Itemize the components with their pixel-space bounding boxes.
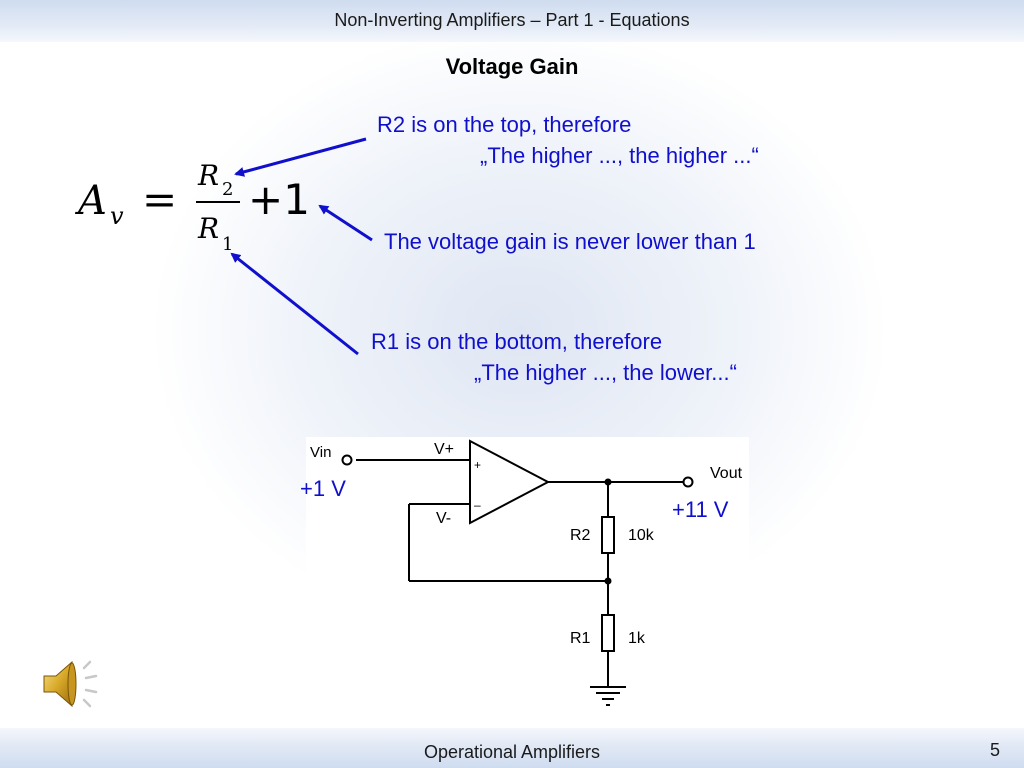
formula-denominator: R [197, 212, 219, 245]
vplus-label: V+ [434, 441, 454, 458]
vminus-label: V- [436, 510, 451, 527]
arrow-to-r2 [234, 137, 367, 177]
slide-title: Voltage Gain [445, 54, 579, 79]
note-r2-line2: „The higher ..., the higher ...“ [480, 143, 759, 168]
formula-equals: = [142, 175, 177, 224]
arrow-to-plus-one [318, 204, 373, 242]
r2-value: 10k [628, 527, 655, 544]
page-number: 5 [990, 740, 1001, 760]
vout-terminal [682, 476, 694, 488]
header-title: Non-Inverting Amplifiers – Part 1 - Equa… [334, 10, 690, 30]
r1-value: 1k [628, 630, 646, 647]
r2-resistor [601, 516, 615, 554]
r1-resistor [601, 614, 615, 652]
arrow-to-r1 [230, 252, 359, 356]
svg-text:A: A [74, 178, 107, 224]
r1-label: R1 [570, 630, 591, 647]
footer-bar [0, 728, 1024, 768]
note-r1-line2: „The higher ..., the lower...“ [474, 360, 737, 385]
note-r2-line1: R2 is on the top, therefore [377, 112, 632, 137]
circuit-schematic: Vin V+ V- + – Vout R2 10k R1 1k [310, 439, 743, 706]
formula-lhs-subscript: v [110, 202, 124, 230]
vin-label: Vin [310, 444, 331, 461]
vout-label: Vout [710, 465, 743, 482]
formula-denominator-subscript: 1 [222, 234, 233, 255]
r2-label: R2 [570, 527, 591, 544]
circuit-diagram: Vin V+ V- + – Vout R2 10k R1 1k [306, 437, 749, 719]
footer-title: Operational Amplifiers [423, 742, 601, 762]
opamp-plus-sign: + [474, 458, 481, 472]
note-r1-line1: R1 is on the bottom, therefore [371, 329, 663, 354]
opamp-minus-sign: – [474, 498, 481, 512]
input-voltage-label: +1 V [300, 476, 346, 501]
gain-formula: A v = R 2 R 1 +1 [74, 137, 373, 356]
formula-numerator: R [197, 159, 219, 192]
formula-lhs-symbol: A [74, 178, 107, 224]
formula-numerator-subscript: 2 [222, 179, 233, 200]
formula-plus-one: +1 [248, 175, 310, 224]
output-voltage-label: +11 V [672, 497, 729, 522]
vin-terminal [341, 454, 353, 466]
feedback-junction [604, 577, 612, 585]
header-bar [0, 0, 1024, 42]
speaker-icon[interactable] [40, 656, 102, 712]
opamp-symbol [469, 439, 551, 525]
note-gain: The voltage gain is never lower than 1 [384, 229, 756, 254]
svg-text:v: v [110, 202, 124, 230]
output-junction [604, 478, 612, 486]
